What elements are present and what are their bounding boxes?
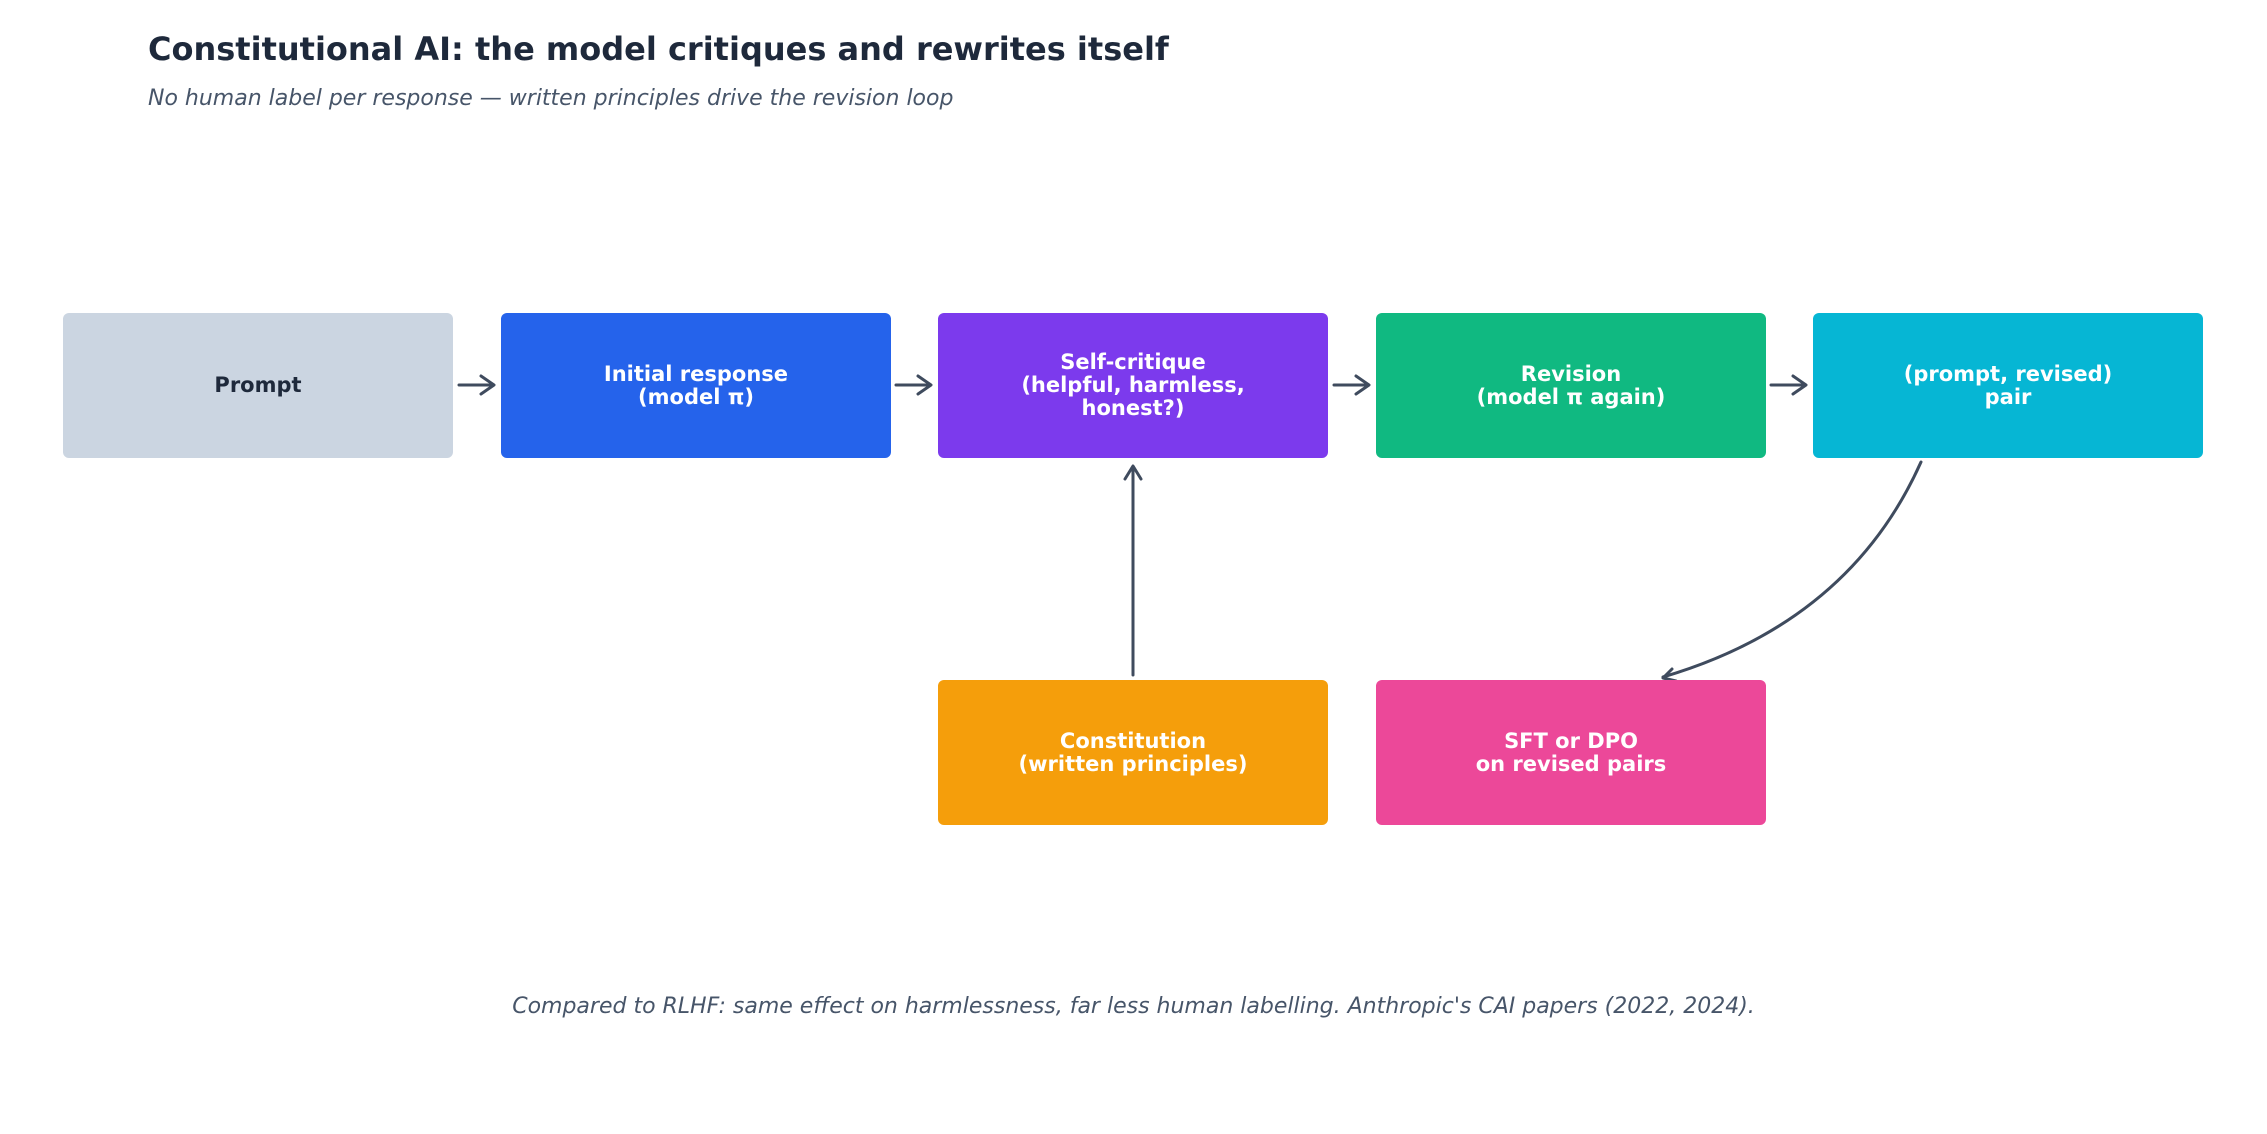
node-constitution-label: Constitution (written principles) [1018, 728, 1248, 776]
diagram-footnote: Compared to RLHF: same effect on harmles… [512, 994, 1755, 1019]
edge-revision-to-pair [1769, 374, 1808, 396]
edge-prompt-to-initial [457, 374, 496, 396]
node-initial-response: Initial response (model π) [501, 313, 891, 458]
node-prompt: Prompt [63, 313, 453, 458]
node-prompt-revised-pair: (prompt, revised) pair [1813, 313, 2203, 458]
node-revision: Revision (model π again) [1376, 313, 1766, 458]
node-sft-dpo-label: SFT or DPO on revised pairs [1475, 728, 1667, 776]
node-sft-dpo: SFT or DPO on revised pairs [1376, 680, 1766, 825]
node-revision-label: Revision (model π again) [1476, 361, 1666, 409]
edge-constitution-to-critique [1123, 464, 1143, 677]
edge-critique-to-revision [1332, 374, 1371, 396]
node-self-critique-label: Self-critique (helpful, harmless, honest… [1021, 350, 1245, 420]
node-prompt-revised-pair-label: (prompt, revised) pair [1903, 361, 2113, 409]
node-initial-response-label: Initial response (model π) [603, 361, 789, 409]
edge-initial-to-critique [894, 374, 933, 396]
diagram-subtitle: No human label per response — written pr… [148, 86, 954, 111]
node-prompt-label: Prompt [214, 373, 302, 397]
node-constitution: Constitution (written principles) [938, 680, 1328, 825]
node-self-critique: Self-critique (helpful, harmless, honest… [938, 313, 1328, 458]
diagram-title: Constitutional AI: the model critiques a… [148, 30, 1169, 68]
edge-pair-to-sft [1661, 460, 1923, 683]
